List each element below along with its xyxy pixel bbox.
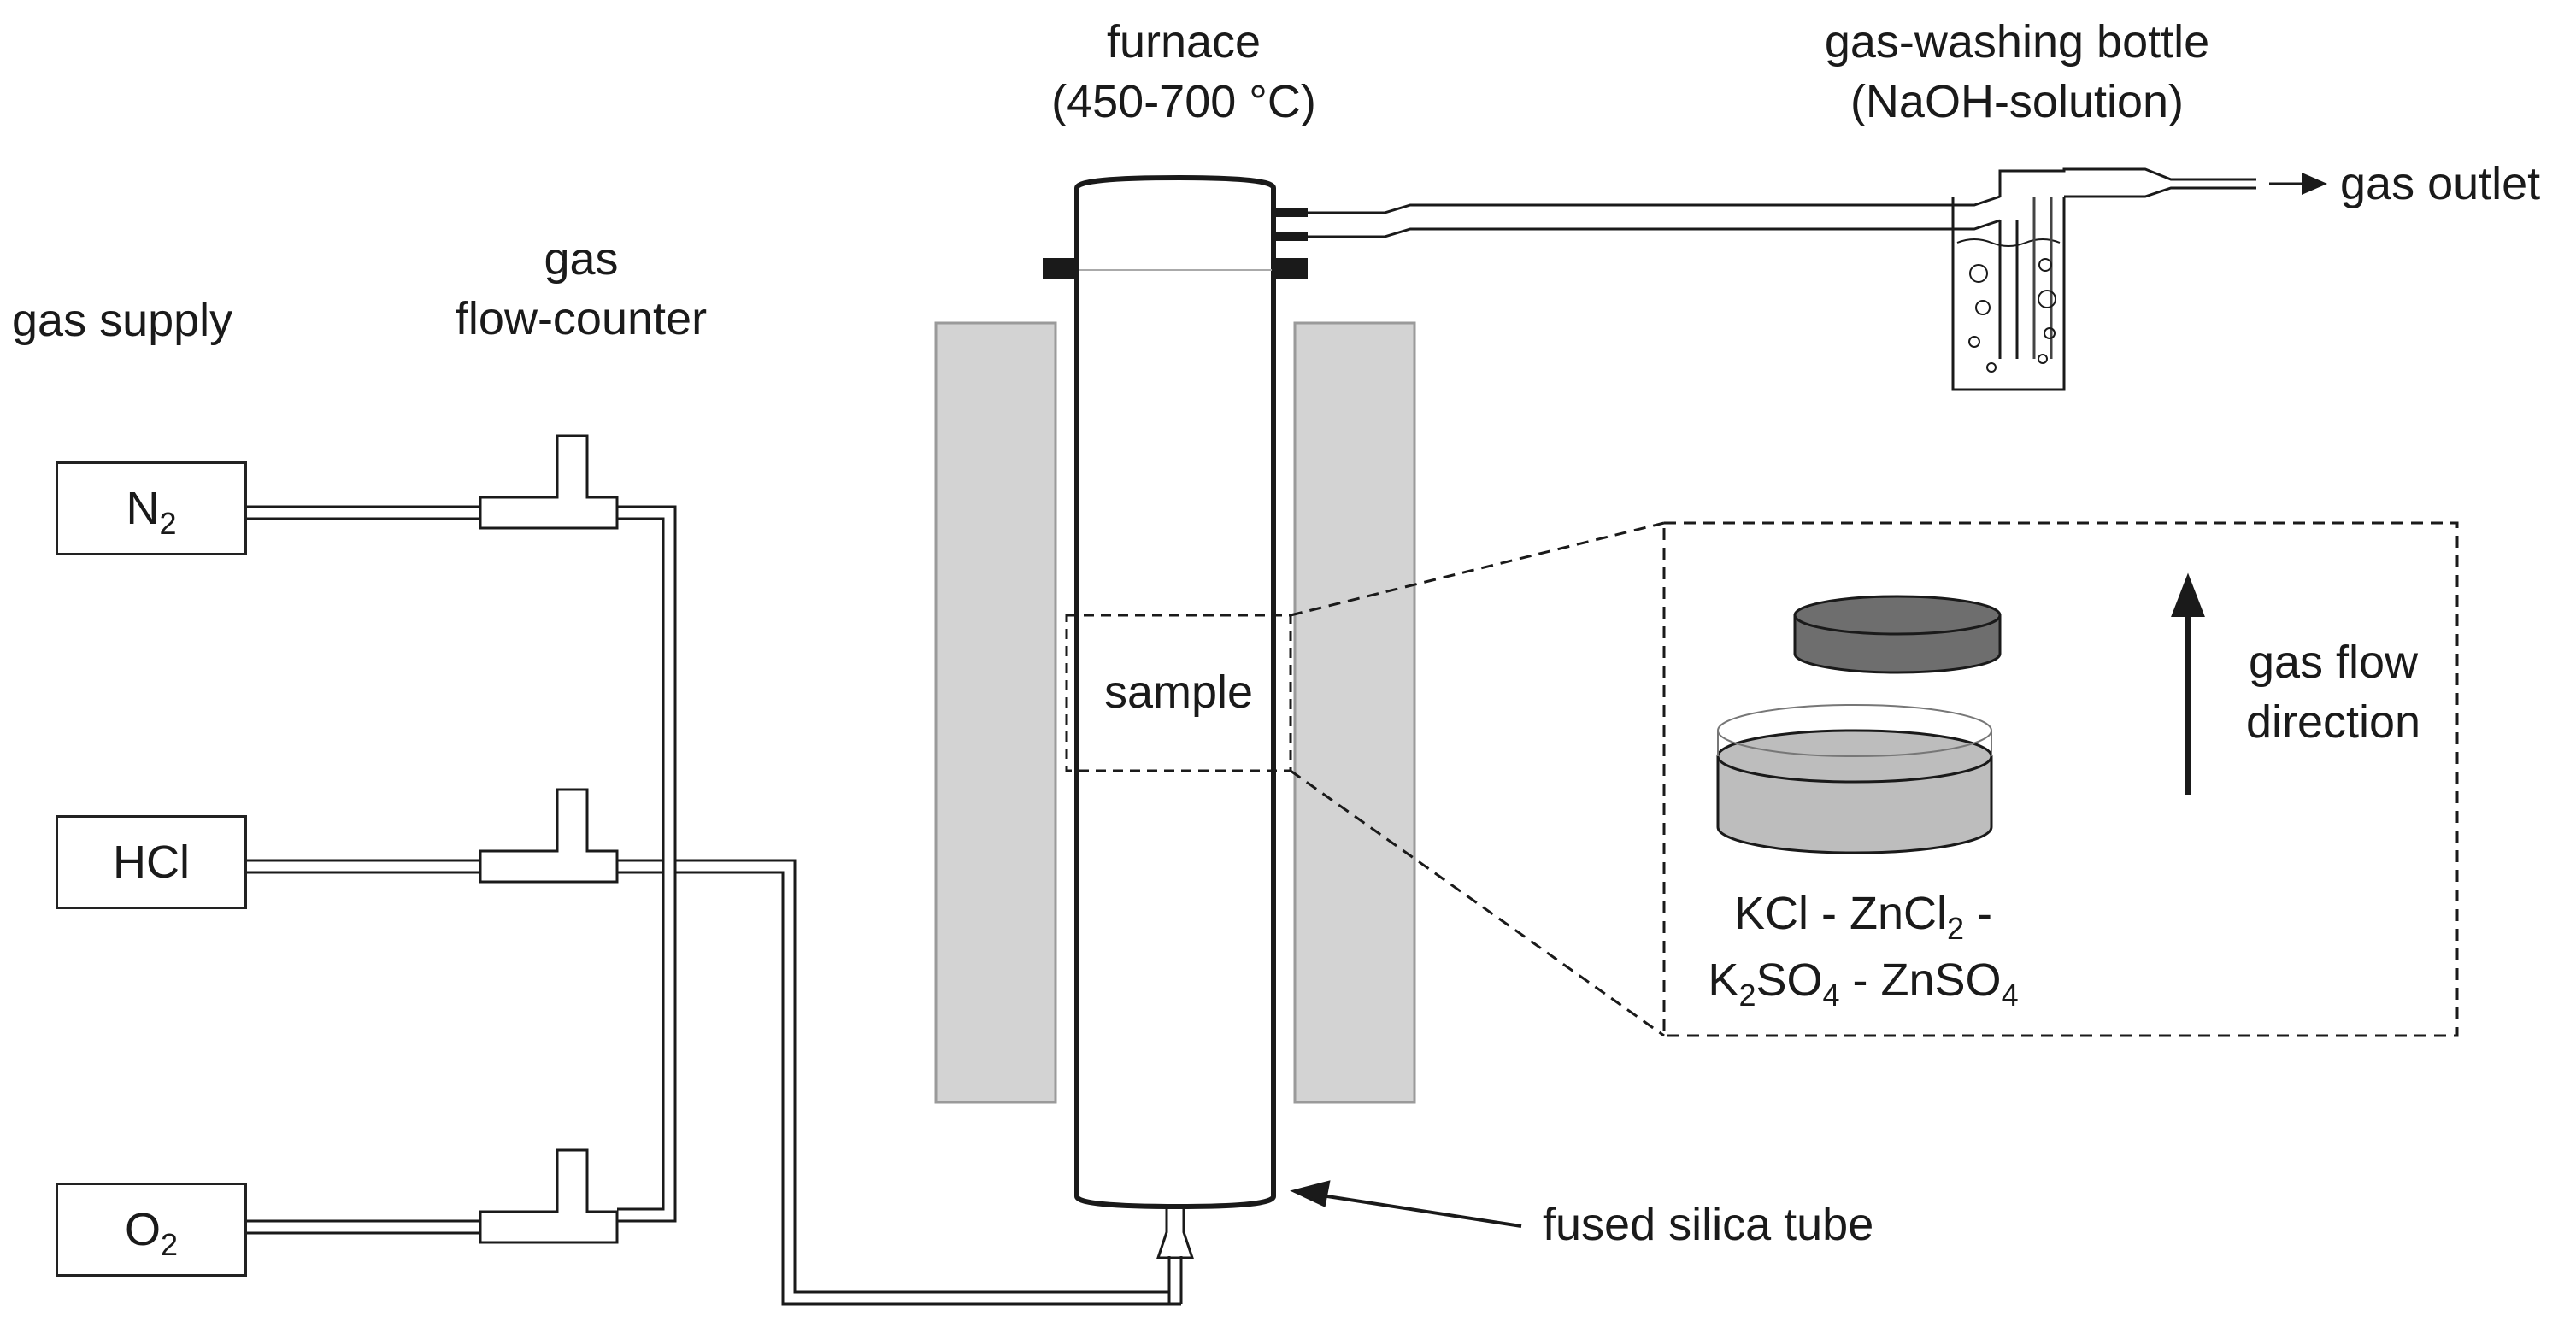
tube-pointer-arrow bbox=[1315, 1193, 1522, 1228]
flange-left bbox=[1043, 258, 1079, 279]
label-sample: sample bbox=[1103, 666, 1254, 718]
dark-disk bbox=[1793, 595, 2002, 674]
sample-region bbox=[1065, 614, 1292, 772]
label-gas-flow-counter-line1: gas bbox=[544, 233, 619, 285]
label-gas-outlet: gas outlet bbox=[2340, 158, 2541, 209]
gas-label-hcl: HCl bbox=[113, 837, 190, 888]
label-salt-line2: K2SO4 - ZnSO4 bbox=[1708, 954, 2019, 1013]
label-gas-flow-line1: gas flow bbox=[2248, 637, 2419, 688]
flow-counter-o2 bbox=[479, 1148, 619, 1244]
gas-box-n2: N2 bbox=[56, 461, 247, 555]
crucible bbox=[1716, 704, 1993, 854]
zoom-box bbox=[1662, 521, 2459, 1037]
heater-right bbox=[1293, 321, 1416, 1104]
label-furnace-line1: furnace bbox=[1106, 16, 1262, 68]
label-gas-supply: gas supply bbox=[12, 295, 233, 346]
label-washing-bottle-line1: gas-washing bottle bbox=[1824, 16, 2210, 68]
fused-silica-tube bbox=[1074, 174, 1276, 1210]
flow-counter-n2 bbox=[479, 434, 619, 530]
washing-bottle bbox=[1951, 197, 2066, 391]
label-gas-flow-line2: direction bbox=[2245, 696, 2421, 748]
gas-box-o2: O2 bbox=[56, 1183, 247, 1277]
label-salt-mixture: KCl - ZnCl2 - K2SO4 - ZnSO4 bbox=[1701, 884, 2026, 1013]
gas-label-n2: N2 bbox=[126, 483, 177, 541]
label-salt-line1: KCl - ZnCl2 - bbox=[1733, 888, 1993, 946]
gas-box-hcl: HCl bbox=[56, 815, 247, 909]
heater-left bbox=[934, 321, 1057, 1104]
label-gas-flow-counter-line2: flow-counter bbox=[455, 293, 708, 344]
label-furnace-line2: (450-700 °C) bbox=[1051, 76, 1316, 127]
label-gas-flow-counter: gas flow-counter bbox=[402, 229, 761, 349]
label-washing-bottle: gas-washing bottle (NaOH-solution) bbox=[1752, 12, 2282, 132]
flow-counter-hcl bbox=[479, 788, 619, 884]
label-washing-bottle-line2: (NaOH-solution) bbox=[1850, 76, 2185, 127]
label-gas-flow-direction: gas flow direction bbox=[2205, 632, 2461, 752]
gas-label-o2: O2 bbox=[124, 1204, 179, 1262]
flange-right bbox=[1272, 258, 1308, 279]
label-furnace: furnace (450-700 °C) bbox=[1004, 12, 1363, 132]
label-fused-silica-tube: fused silica tube bbox=[1543, 1199, 1874, 1250]
